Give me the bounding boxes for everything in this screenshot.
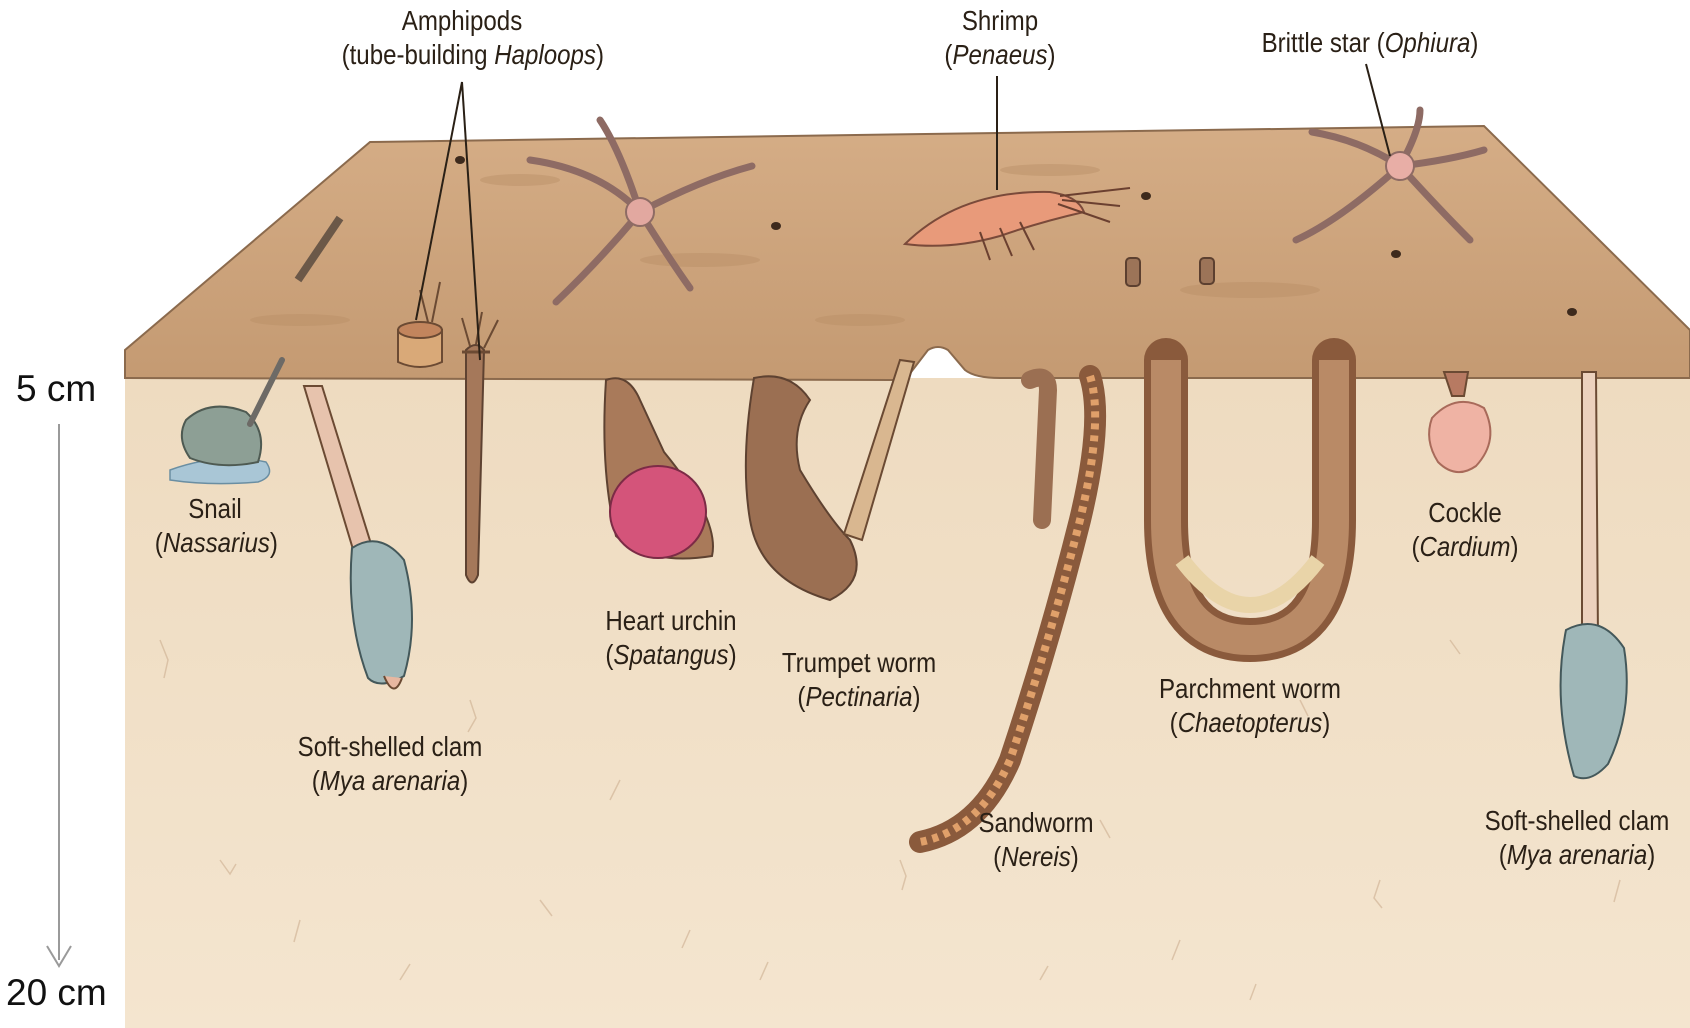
- cockle-detail: (Cardium): [1409, 530, 1521, 564]
- parchment-worm-pre: (: [1170, 707, 1178, 738]
- sandworm-post: ): [1071, 841, 1079, 872]
- trumpet-worm-post: ): [913, 681, 921, 712]
- soft-clam-left-name: Soft-shelled clam: [287, 730, 493, 764]
- shrimp-pre: (: [944, 39, 952, 70]
- cockle-post: ): [1510, 531, 1518, 562]
- cockle-pre: (: [1411, 531, 1419, 562]
- soft-clam-left-sci: Mya arenaria: [320, 765, 461, 796]
- cockle-sci: Cardium: [1420, 531, 1511, 562]
- sandworm-name: Sandworm: [976, 806, 1096, 840]
- heart-urchin-post: ): [729, 639, 737, 670]
- amphipods-post: ): [596, 39, 604, 70]
- label-snail: Snail (Nassarius): [155, 492, 275, 560]
- sandworm-pre: (: [993, 841, 1001, 872]
- soft-clam-right-sci: Mya arenaria: [1507, 839, 1648, 870]
- trumpet-worm-pre: (: [797, 681, 805, 712]
- trumpet-worm-sci: Pectinaria: [805, 681, 912, 712]
- soft-clam-right-name: Soft-shelled clam: [1480, 804, 1674, 838]
- sandworm-sci: Nereis: [1001, 841, 1071, 872]
- soft-clam-left-detail: (Mya arenaria): [287, 764, 493, 798]
- brittle-star-sci: Ophiura: [1385, 27, 1471, 58]
- parchment-worm-detail: (Chaetopterus): [1155, 706, 1344, 740]
- heart-urchin-pre: (: [605, 639, 613, 670]
- snail-post: ): [270, 527, 278, 558]
- shrimp-detail: (Penaeus): [936, 38, 1065, 72]
- label-sandworm: Sandworm (Nereis): [976, 806, 1096, 874]
- snail-detail: (Nassarius): [155, 526, 275, 560]
- label-soft-shelled-clam-left: Soft-shelled clam (Mya arenaria): [287, 730, 493, 798]
- brittle-star-detail: Brittle star (Ophiura): [1258, 26, 1482, 60]
- sand-surface: [125, 126, 1690, 380]
- trumpet-worm-detail: (Pectinaria): [779, 680, 939, 714]
- heart-urchin-detail: (Spatangus): [598, 638, 744, 672]
- shrimp-name: Shrimp: [936, 4, 1065, 38]
- depth-label-top: 5 cm: [16, 368, 96, 410]
- brittle-star-pre: Brittle star (: [1262, 27, 1385, 58]
- amphipods-pre: (tube-building: [342, 39, 495, 70]
- soft-clam-right-detail: (Mya arenaria): [1480, 838, 1674, 872]
- shrimp-post: ): [1048, 39, 1056, 70]
- brittle-star-post: ): [1470, 27, 1478, 58]
- depth-label-bottom: 20 cm: [6, 972, 107, 1014]
- label-trumpet-worm: Trumpet worm (Pectinaria): [779, 646, 939, 714]
- parchment-worm-sci: Chaetopterus: [1178, 707, 1323, 738]
- label-parchment-worm: Parchment worm (Chaetopterus): [1155, 672, 1344, 740]
- amphipods-sci: Haploops: [494, 39, 596, 70]
- amphipods-detail: (tube-building Haploops): [342, 38, 583, 72]
- label-soft-shelled-clam-right: Soft-shelled clam (Mya arenaria): [1480, 804, 1674, 872]
- parchment-worm-name: Parchment worm: [1155, 672, 1344, 706]
- heart-urchin-name: Heart urchin: [598, 604, 744, 638]
- parchment-worm-post: ): [1322, 707, 1330, 738]
- depth-arrow: [47, 424, 71, 966]
- label-shrimp: Shrimp (Penaeus): [936, 4, 1065, 72]
- label-cockle: Cockle (Cardium): [1409, 496, 1521, 564]
- cockle-name: Cockle: [1409, 496, 1521, 530]
- label-heart-urchin: Heart urchin (Spatangus): [598, 604, 744, 672]
- shrimp-sci: Penaeus: [952, 39, 1047, 70]
- amphipods-name: Amphipods: [342, 4, 583, 38]
- heart-urchin-sci: Spatangus: [613, 639, 728, 670]
- sandworm-detail: (Nereis): [976, 840, 1096, 874]
- label-amphipods: Amphipods (tube-building Haploops): [342, 4, 583, 72]
- trumpet-worm-name: Trumpet worm: [779, 646, 939, 680]
- soft-clam-left-post: ): [460, 765, 468, 796]
- label-brittle-star: Brittle star (Ophiura): [1258, 26, 1482, 60]
- snail-name: Snail: [155, 492, 275, 526]
- snail-sci: Nassarius: [163, 527, 270, 558]
- soft-clam-right-post: ): [1647, 839, 1655, 870]
